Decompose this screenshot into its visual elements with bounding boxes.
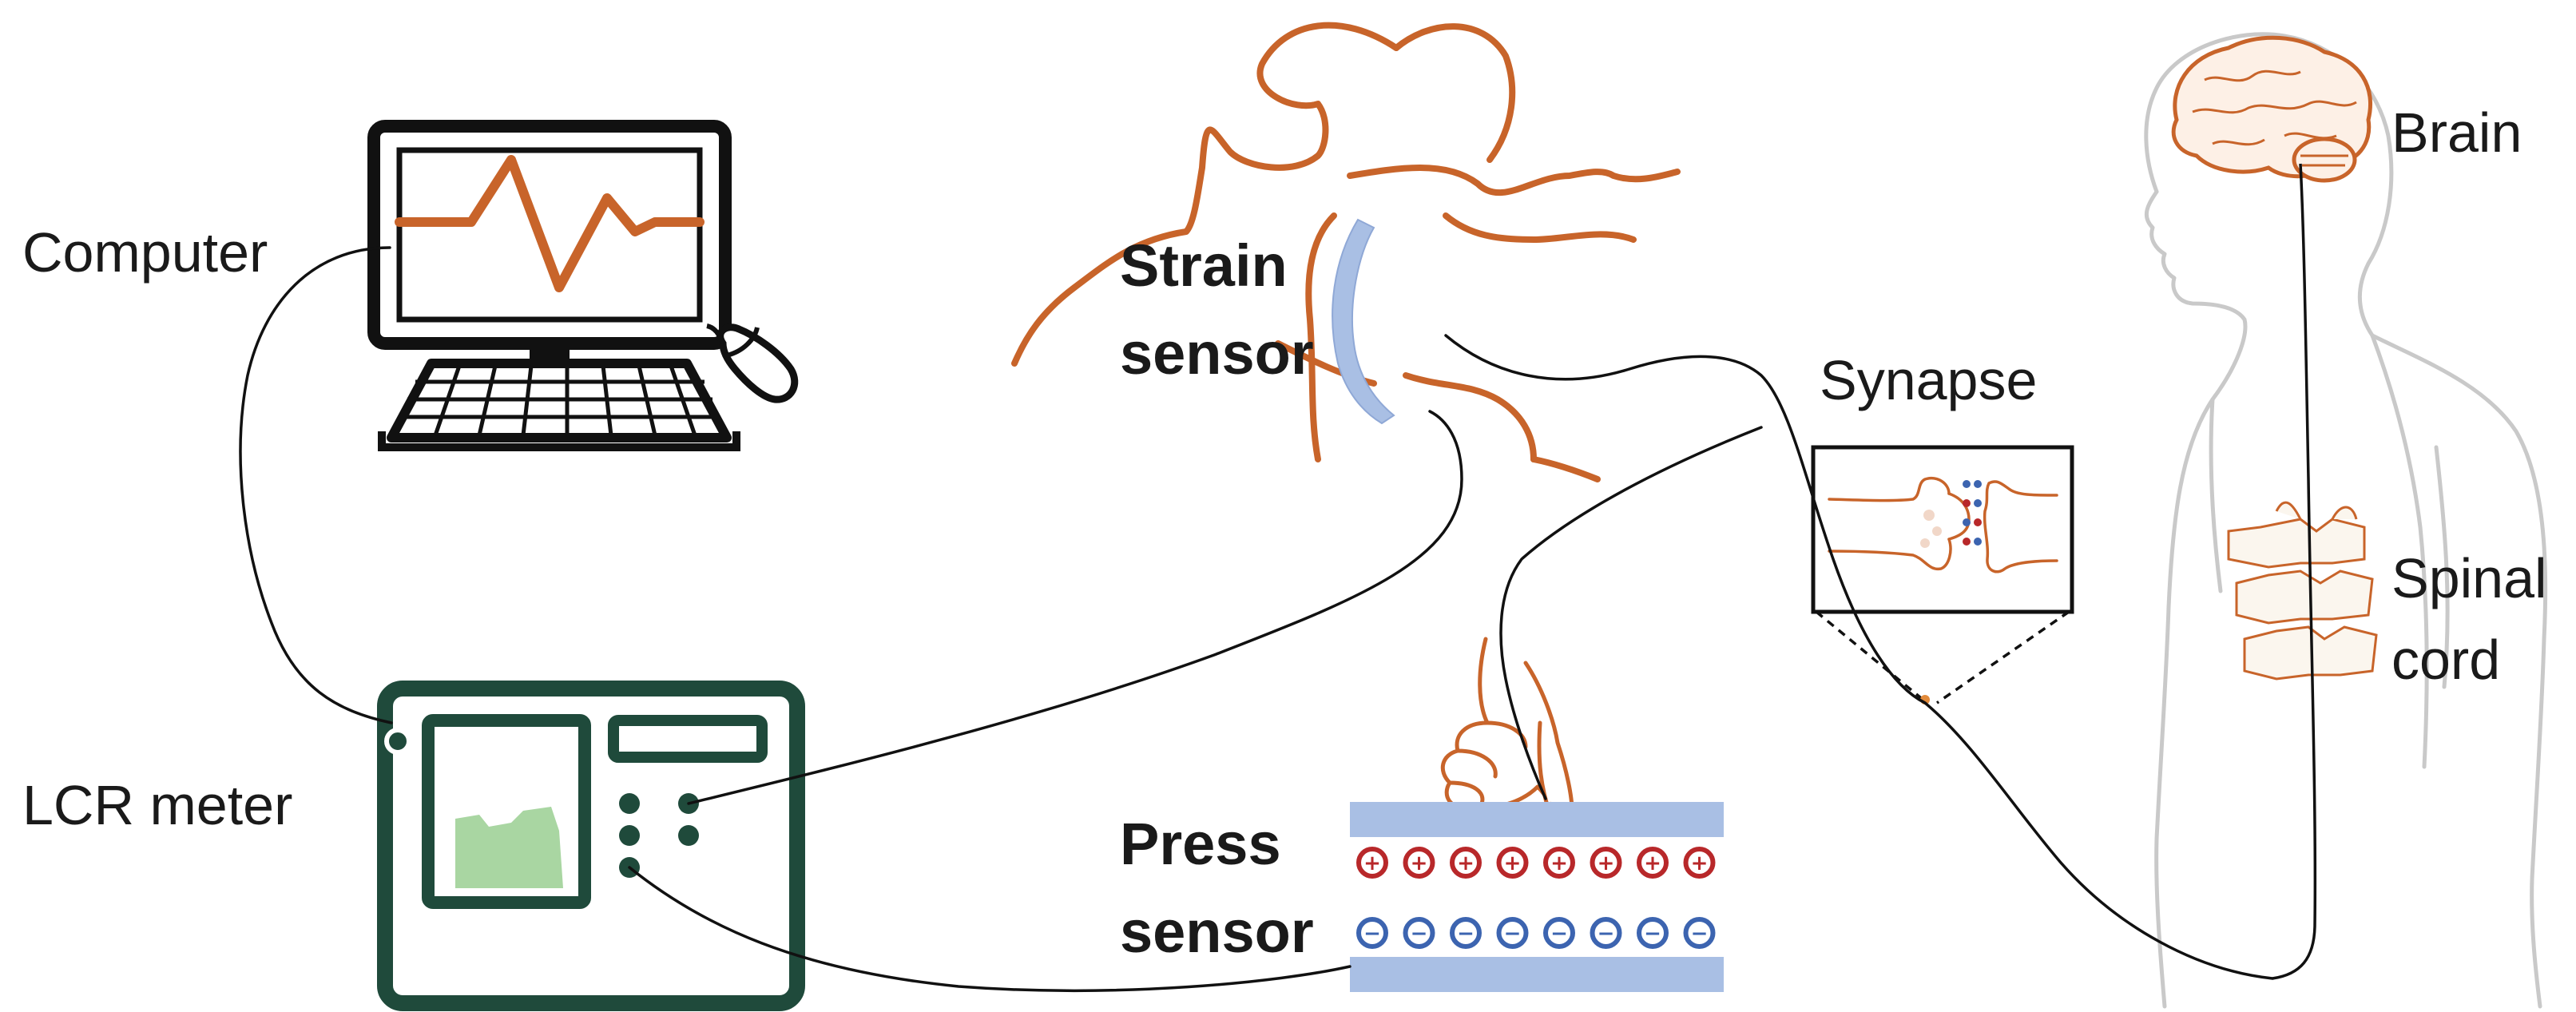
negative-charge-2: −: [1403, 917, 1435, 949]
label-spinal-cord-line1: Spinal: [2391, 547, 2547, 609]
positive-charge-2: +: [1403, 847, 1435, 879]
pressing-finger-illustration: [1440, 637, 1574, 831]
negative-charge-8: −: [1683, 917, 1716, 949]
negative-charge-symbol: −: [1504, 922, 1522, 946]
positive-charge-5: +: [1543, 847, 1575, 879]
negative-charge-6: −: [1590, 917, 1622, 949]
positive-charge-7: +: [1637, 847, 1669, 879]
connection-wires: [239, 246, 2274, 992]
synapse-inset-illustration: [1811, 445, 2074, 614]
negative-charge-symbol: −: [1598, 922, 1615, 946]
label-synapse: Synapse: [1820, 349, 2037, 411]
negative-charge-symbol: −: [1363, 922, 1381, 946]
positive-charge-symbol: +: [1363, 851, 1381, 875]
positive-charge-symbol: +: [1691, 851, 1709, 875]
computer-icon: [367, 120, 740, 451]
label-press-sensor-line2: sensor: [1120, 899, 1314, 965]
positive-charge-symbol: +: [1550, 851, 1568, 875]
negative-charge-row: −−−−−−−−: [1356, 917, 1716, 949]
press-sensor-bottom-layer: [1350, 957, 1724, 992]
computer-screen-waveform: [395, 155, 705, 292]
mouse-icon: [706, 323, 799, 403]
label-press-sensor-line1: Press: [1120, 811, 1281, 877]
label-strain-sensor-line1: Strain: [1120, 232, 1288, 299]
negative-charge-7: −: [1637, 917, 1669, 949]
positive-charge-6: +: [1590, 847, 1622, 879]
press-sensor-illustration: + + + + + + + + − − − − − − − −: [1350, 802, 1724, 992]
arm-muscle-illustration: [1011, 22, 1681, 482]
label-strain-sensor-line2: sensor: [1120, 320, 1314, 387]
negative-charge-symbol: −: [1691, 922, 1709, 946]
positive-charge-4: +: [1496, 847, 1529, 879]
positive-charge-symbol: +: [1457, 851, 1475, 875]
lcr-meter-icon: [377, 681, 805, 1011]
negative-charge-3: −: [1450, 917, 1482, 949]
label-brain: Brain: [2391, 101, 2522, 164]
positive-charge-symbol: +: [1411, 851, 1428, 875]
brain-illustration: [2171, 35, 2373, 183]
wire-strain-to-lcr: [687, 410, 1463, 805]
spinal-vertebrae-illustration: [2227, 501, 2378, 681]
wire-press-to-lcr: [628, 866, 1352, 992]
negative-charge-symbol: −: [1411, 922, 1428, 946]
press-sensor-top-layer: [1350, 802, 1724, 837]
positive-charge-symbol: +: [1598, 851, 1615, 875]
negative-charge-5: −: [1543, 917, 1575, 949]
lcr-meter-screen-graph: [455, 807, 563, 888]
label-computer: Computer: [22, 221, 268, 284]
positive-charge-3: +: [1450, 847, 1482, 879]
negative-charge-symbol: −: [1644, 922, 1661, 946]
wire-computer-to-lcr: [239, 246, 393, 724]
human-body-silhouette: [2144, 32, 2548, 1009]
positive-charge-row: + + + + + + + +: [1356, 847, 1716, 879]
synapse-zoom-lines: [1815, 610, 2070, 704]
spinal-nerve-line: [2272, 163, 2317, 980]
positive-charge-symbol: +: [1504, 851, 1522, 875]
wire-arm-nerve: [1444, 334, 2274, 980]
label-lcr-meter: LCR meter: [22, 774, 292, 836]
negative-charge-4: −: [1496, 917, 1529, 949]
negative-charge-symbol: −: [1457, 922, 1475, 946]
label-spinal-cord-line2: cord: [2391, 629, 2500, 691]
negative-charge-1: −: [1356, 917, 1388, 949]
negative-charge-symbol: −: [1550, 922, 1568, 946]
positive-charge-symbol: +: [1644, 851, 1661, 875]
synapse-receptors: [1963, 480, 1982, 546]
positive-charge-8: +: [1683, 847, 1716, 879]
wire-finger-nerve: [1499, 426, 1763, 800]
strain-sensor-band: [1332, 218, 1395, 425]
positive-charge-1: +: [1356, 847, 1388, 879]
